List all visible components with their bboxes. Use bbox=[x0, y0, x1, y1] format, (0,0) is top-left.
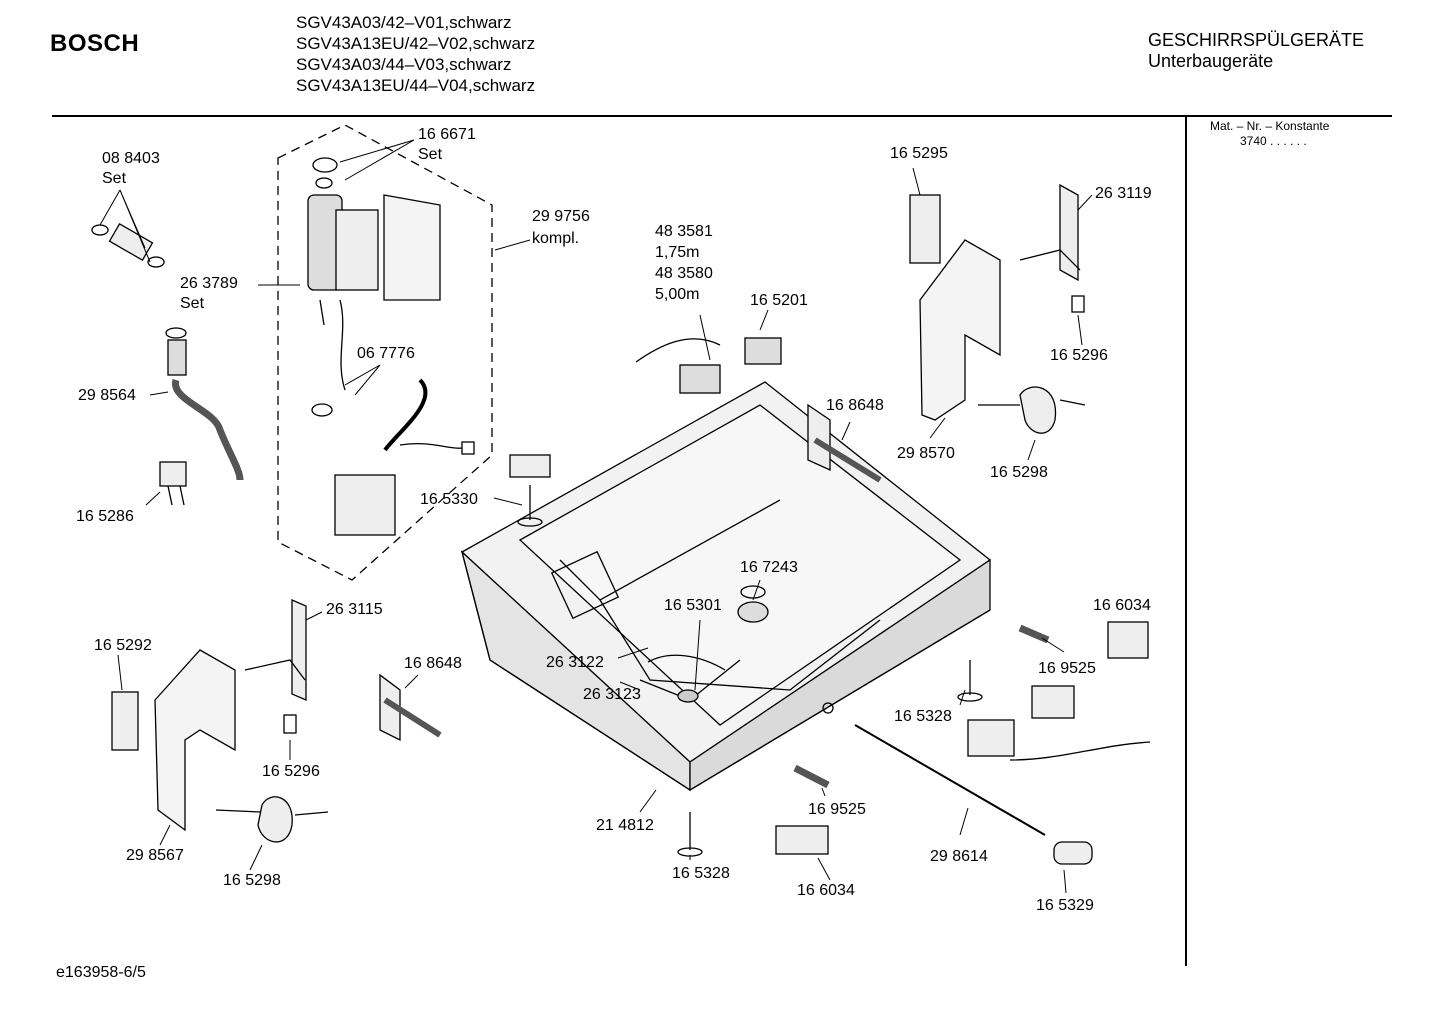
part-label: 21 4812 bbox=[596, 817, 654, 834]
part-label: 16 5286 bbox=[76, 508, 134, 525]
cable-parts bbox=[509, 337, 782, 527]
part-labels: 16 6671 Set 08 8403 Set 29 9756 kompl. 2… bbox=[76, 126, 1152, 914]
part-label: 16 5328 bbox=[672, 865, 730, 882]
part-label: 16 6034 bbox=[1093, 597, 1151, 614]
part-label: 16 5201 bbox=[750, 292, 808, 309]
material-number-panel: Mat. – Nr. – Konstante 3740 . . . . . . bbox=[1210, 119, 1329, 149]
right-bracket-parts bbox=[807, 183, 1086, 483]
part-label: 16 9525 bbox=[1038, 660, 1096, 677]
part-label: 16 5328 bbox=[894, 708, 952, 725]
leader-lines bbox=[99, 139, 1093, 894]
part-label: 16 5298 bbox=[223, 872, 281, 889]
appliance-category: GESCHIRRSPÜLGERÄTE Unterbaugeräte bbox=[1148, 30, 1364, 72]
part-label: 16 5329 bbox=[1036, 897, 1094, 914]
part-label: 16 5330 bbox=[420, 491, 478, 508]
part-label: 26 3122 bbox=[546, 654, 604, 671]
material-number-value: 3740 . . . . . . bbox=[1240, 134, 1307, 148]
part-label: 26 3123 bbox=[583, 686, 641, 703]
part-label: 16 5296 bbox=[1050, 347, 1108, 364]
category-subtitle: Unterbaugeräte bbox=[1148, 51, 1274, 71]
part-label: 26 3789 bbox=[180, 275, 238, 292]
center-parts bbox=[647, 585, 769, 703]
part-label: 16 6671 bbox=[418, 126, 476, 143]
part-label: 1,75m bbox=[655, 244, 699, 261]
base-tub bbox=[460, 381, 992, 792]
part-label: 29 8570 bbox=[897, 445, 955, 462]
part-label: 5,00m bbox=[655, 286, 699, 303]
part-label: Set bbox=[418, 146, 443, 163]
part-label: 26 3115 bbox=[326, 601, 383, 618]
part-label: 16 5296 bbox=[262, 763, 320, 780]
part-label: Set bbox=[102, 170, 127, 187]
model-line: SGV43A03/42–V01,schwarz bbox=[296, 13, 512, 32]
part-label: 16 5298 bbox=[990, 464, 1048, 481]
part-label: 08 8403 bbox=[102, 150, 160, 167]
part-label: 16 5301 bbox=[664, 597, 722, 614]
part-label: 48 3580 bbox=[655, 265, 713, 282]
part-label: 16 5295 bbox=[890, 145, 948, 162]
part-label: 29 9756 bbox=[532, 208, 590, 225]
material-number-heading: Mat. – Nr. – Konstante bbox=[1210, 119, 1330, 133]
model-list: SGV43A03/42–V01,schwarz SGV43A13EU/42–V0… bbox=[296, 12, 535, 96]
part-label: 29 8564 bbox=[78, 387, 136, 404]
part-label: 16 9525 bbox=[808, 801, 866, 818]
part-label: 16 5292 bbox=[94, 637, 152, 654]
document-code: e163958-6/5 bbox=[56, 964, 146, 981]
part-label: 16 6034 bbox=[797, 882, 855, 899]
part-label: 29 8567 bbox=[126, 847, 184, 864]
part-label: 16 8648 bbox=[826, 397, 884, 414]
inlet-valve-assembly bbox=[307, 157, 475, 536]
model-line: SGV43A13EU/44–V04,schwarz bbox=[296, 76, 536, 95]
left-bracket-parts bbox=[111, 599, 442, 843]
part-label: 16 8648 bbox=[404, 655, 462, 672]
category-title: GESCHIRRSPÜLGERÄTE bbox=[1148, 30, 1365, 50]
model-line: SGV43A03/44–V03,schwarz bbox=[296, 55, 512, 74]
part-label: 48 3581 bbox=[655, 223, 713, 240]
model-line: SGV43A13EU/42–V02,schwarz bbox=[296, 34, 536, 53]
part-label: 26 3119 bbox=[1095, 185, 1152, 202]
hose-parts bbox=[91, 222, 244, 506]
part-label: Set bbox=[180, 295, 205, 312]
part-label: 06 7776 bbox=[357, 345, 415, 362]
part-label: 29 8614 bbox=[930, 848, 988, 865]
lower-right-hardware bbox=[677, 621, 1151, 865]
part-label: 16 7243 bbox=[740, 559, 798, 576]
part-label: kompl. bbox=[532, 230, 579, 247]
brand-logo: BOSCH bbox=[50, 30, 140, 57]
